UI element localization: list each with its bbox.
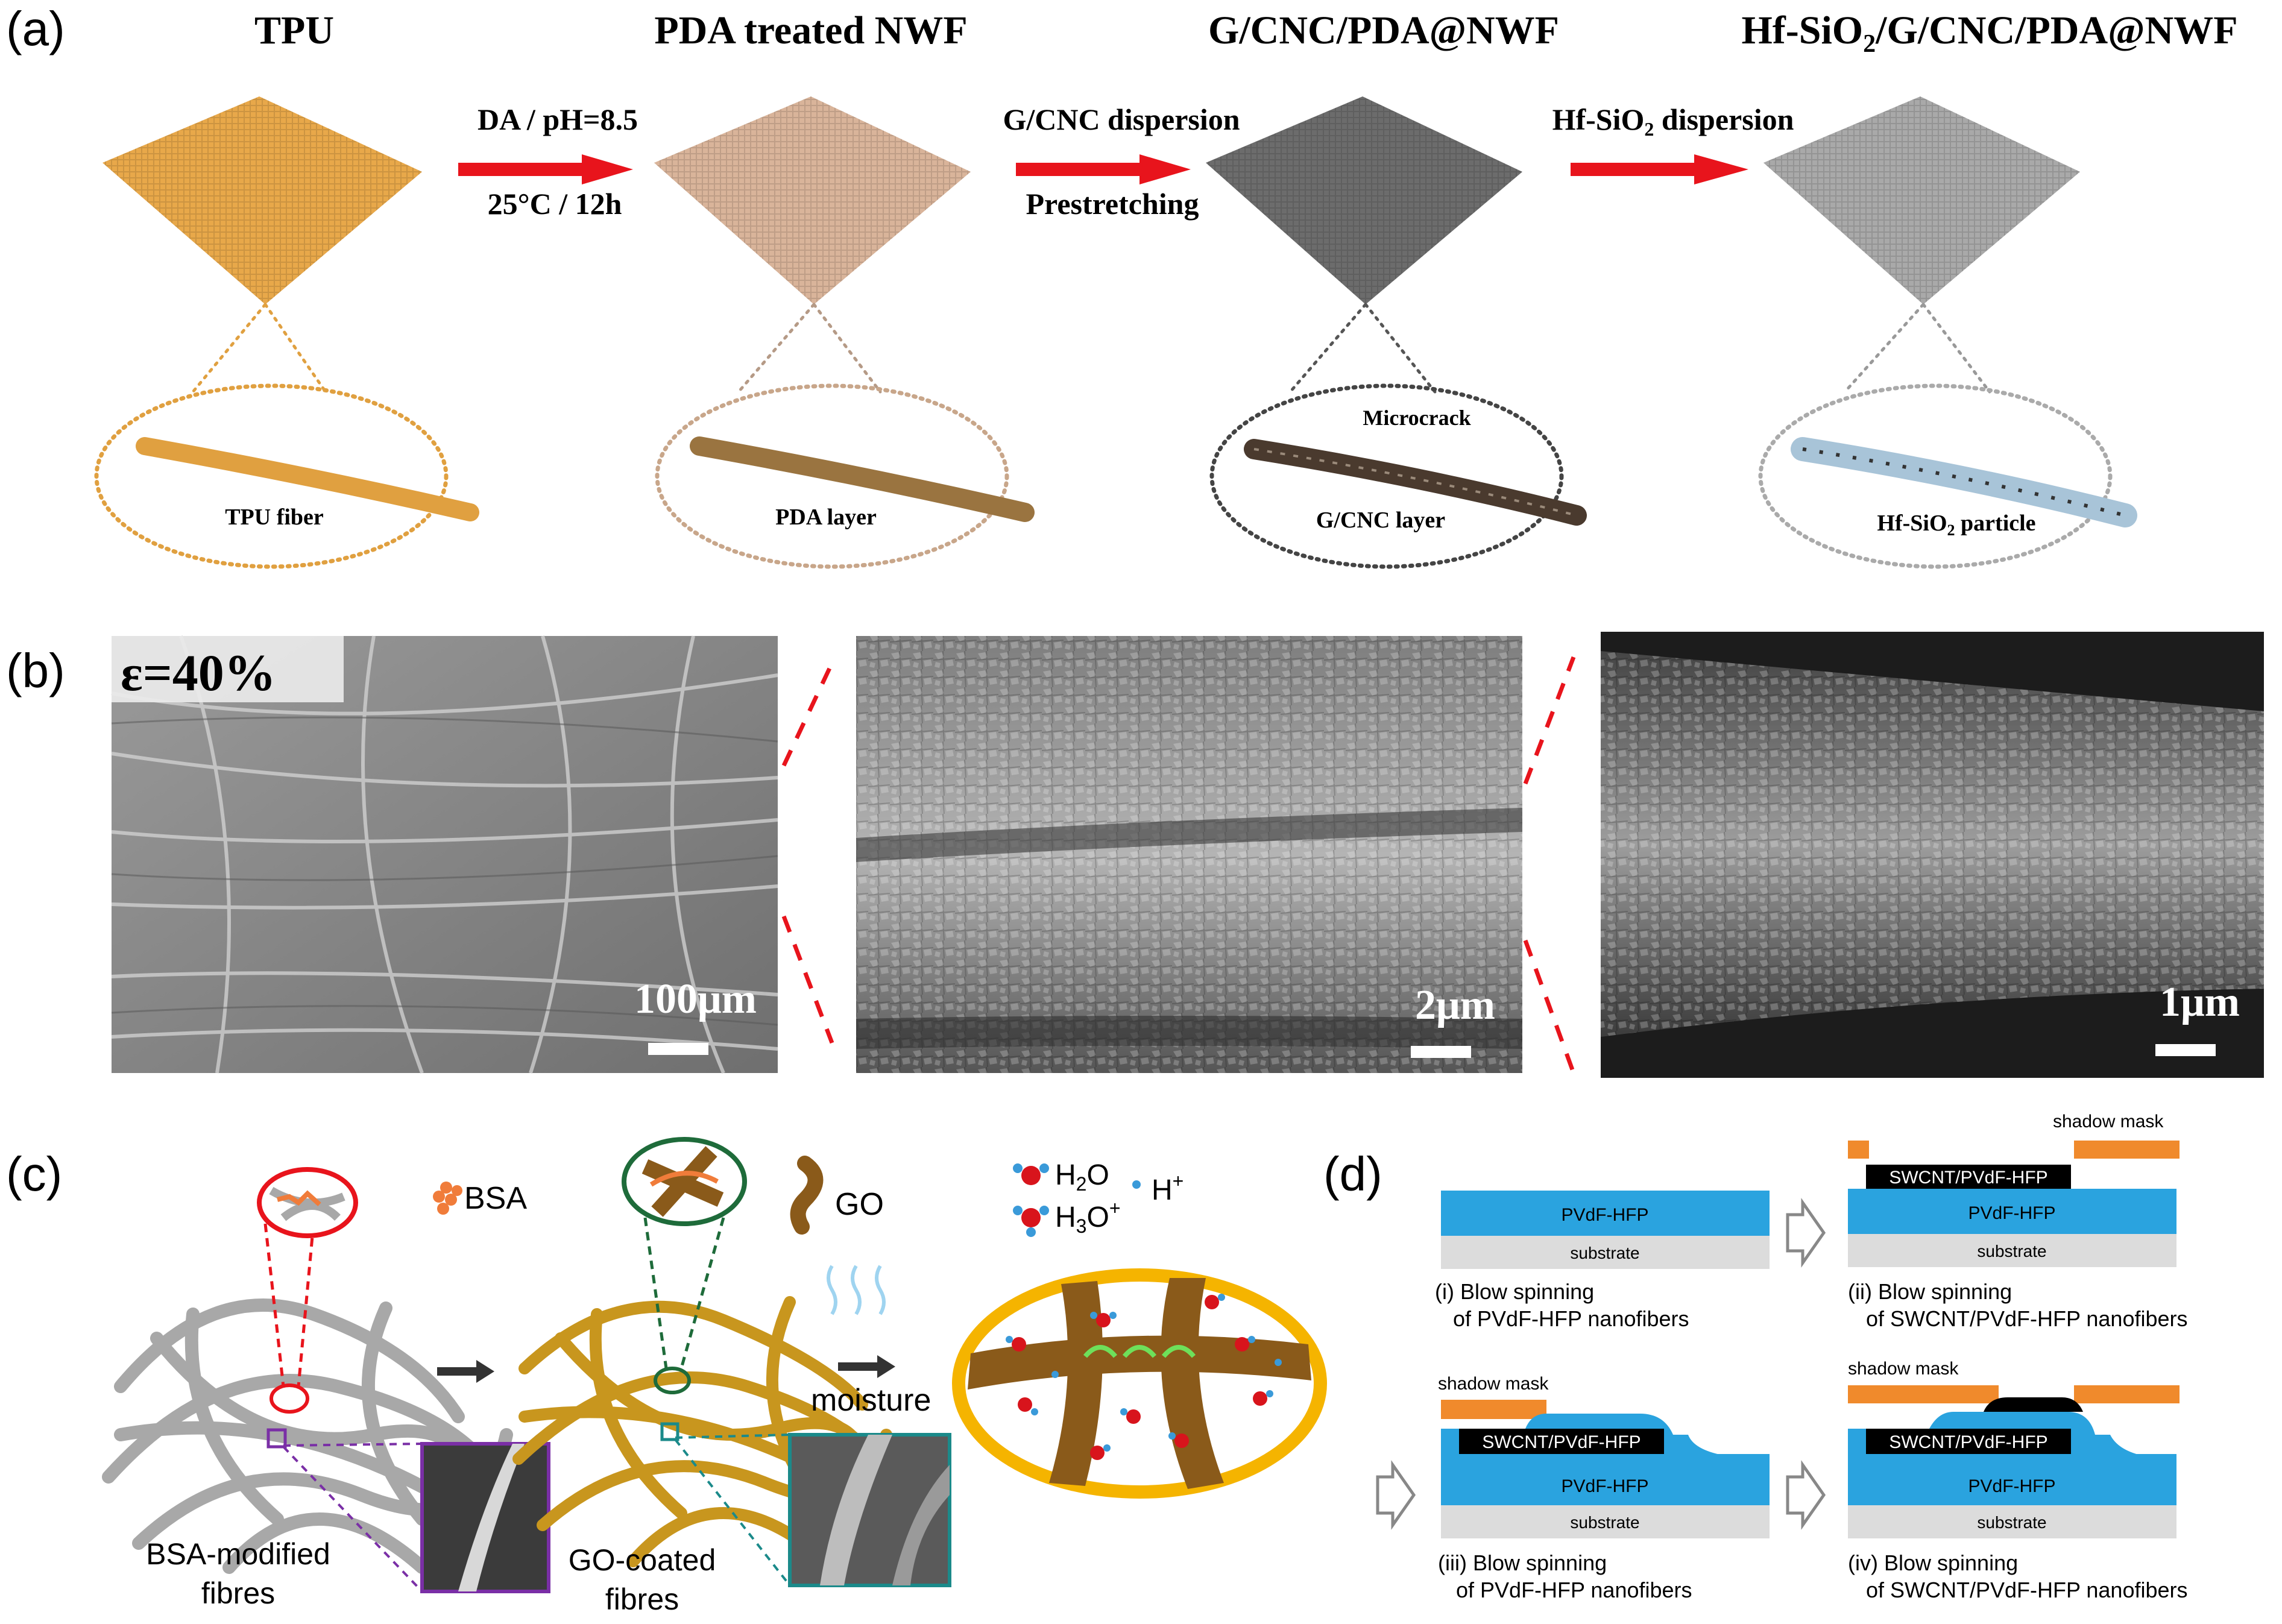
step-ii-substrate-label: substrate <box>1977 1242 2046 1260</box>
step-iii-mask-label: shadow mask <box>1438 1374 1549 1394</box>
panel-c: (c) BSA <box>6 1137 1327 1616</box>
step-iv-pvdf-label: PVdF-HFP <box>1968 1476 2055 1496</box>
sem-image-2: 2μm <box>856 636 1522 1073</box>
zoom-lines-2 <box>1523 656 1576 1074</box>
inset-guides <box>191 303 1991 394</box>
step-ii-swcnt-label: SWCNT/PVdF-HFP <box>1889 1168 2047 1188</box>
step-iv-caption-line2: of SWCNT/PVdF-HFP nanofibers <box>1866 1578 2188 1602</box>
arrow-3-top-label: Hf-SiO2 dispersion <box>1552 102 1794 140</box>
process-arrow-1: DA / pH=8.5 25°C / 12h <box>458 102 638 221</box>
inset-hfsio2-particle: Hf-SiO2 particle <box>1758 383 2137 569</box>
fabric-sheet-tpu <box>102 96 422 304</box>
step-iv-diagram: shadow mask SWCNT/PVdF-HFP PVdF-HFP subs… <box>1848 1359 2188 1602</box>
step-i-caption-line1: (i) Blow spinning <box>1435 1279 1594 1304</box>
step-i-diagram: PVdF-HFP substrate (i) Blow spinning of … <box>1435 1191 1770 1331</box>
inset-label-gcnc-layer: G/CNC layer <box>1316 508 1445 533</box>
step-iv-substrate-label: substrate <box>1977 1513 2046 1532</box>
step-ii-pvdf-label: PVdF-HFP <box>1968 1203 2055 1223</box>
stage-title-tpu: TPU <box>254 8 334 52</box>
step-ii-mask-label: shadow mask <box>2053 1112 2164 1131</box>
inset-tpu-fiber: TPU fiber <box>94 383 479 569</box>
h3o-label: H3O+ <box>1055 1197 1121 1237</box>
inset-pda-layer: PDA layer <box>655 383 1035 569</box>
fabric-sheet-hfsio2 <box>1764 96 2080 304</box>
step-iii-diagram: shadow mask SWCNT/PVdF-HFP PVdF-HFP subs… <box>1438 1374 1770 1602</box>
step-ii-caption-line2: of SWCNT/PVdF-HFP nanofibers <box>1866 1306 2188 1331</box>
scale-bar-2 <box>1411 1046 1471 1058</box>
scale-bar-1 <box>648 1043 708 1055</box>
bsa-caption-line2: fibres <box>201 1576 275 1610</box>
scale-bar-label-1: 100μm <box>634 976 757 1022</box>
step-iii-caption-line1: (iii) Blow spinning <box>1438 1550 1607 1575</box>
step-i-caption-line2: of PVdF-HFP nanofibers <box>1453 1306 1689 1331</box>
bsa-caption-line1: BSA-modified <box>146 1537 330 1571</box>
inset-label-microcrack: Microcrack <box>1363 406 1470 430</box>
moisture-label: moisture <box>811 1383 931 1418</box>
step-ii-diagram: shadow mask SWCNT/PVdF-HFP PVdF-HFP subs… <box>1848 1112 2188 1331</box>
step-i-substrate-label: substrate <box>1570 1244 1639 1262</box>
arrow-1-top-label: DA / pH=8.5 <box>478 102 638 136</box>
bsa-legend: BSA <box>433 1181 527 1216</box>
panel-a: (a) TPU PDA treated NWF G/CNC/PDA@NWF Hf… <box>6 2 2238 569</box>
panel-a-label: (a) <box>6 2 65 55</box>
strain-label: ε=40% <box>121 644 276 702</box>
step-ii-caption-line1: (ii) Blow spinning <box>1848 1279 2012 1304</box>
step-iv-caption-line1: (iv) Blow spinning <box>1848 1550 2018 1575</box>
bsa-legend-label: BSA <box>464 1181 527 1216</box>
proton-conduction-inset <box>952 1268 1327 1499</box>
step-arrow-1 <box>1786 1198 1826 1268</box>
arrow-1-bottom-label: 25°C / 12h <box>488 187 622 221</box>
stage-title-pda: PDA treated NWF <box>654 8 967 52</box>
panel-b-label: (b) <box>6 644 65 697</box>
fabric-sheet-pda <box>654 96 971 304</box>
panel-d: (d) PVdF-HFP substrate (i) Blow spinning… <box>1323 1112 2188 1602</box>
sem-image-3: 1μm <box>1601 632 2264 1078</box>
process-arrow-3: Hf-SiO2 dispersion <box>1552 102 1794 184</box>
go-zoom-inset <box>622 1137 747 1394</box>
step-iv-mask-label: shadow mask <box>1848 1359 1959 1379</box>
hplus-label: H+ <box>1152 1170 1184 1206</box>
go-legend: GO <box>790 1156 884 1235</box>
step-iii-pvdf-label: PVdF-HFP <box>1561 1476 1648 1496</box>
panel-d-label: (d) <box>1323 1147 1382 1201</box>
inset-gcnc-layer: Microcrack G/CNC layer <box>1209 383 1587 569</box>
process-arrow-c <box>437 1360 494 1383</box>
h2o-label: H2O <box>1055 1159 1109 1195</box>
go-legend-label: GO <box>835 1187 884 1222</box>
inset-label-pda-layer: PDA layer <box>775 505 877 530</box>
step-iii-substrate-label: substrate <box>1570 1513 1639 1532</box>
go-sem-inset <box>660 1422 951 1587</box>
stage-title-hfsio2: Hf-SiO2/G/CNC/PDA@NWF <box>1741 8 2237 58</box>
moisture-arrow: moisture <box>811 1265 931 1418</box>
inset-label-hfsio2-particle: Hf-SiO2 particle <box>1877 511 2035 539</box>
step-arrow-3 <box>1786 1460 1826 1530</box>
sem-image-1: ε=40% 100μm <box>111 635 778 1074</box>
panel-b: (b) ε=40% 100μm <box>6 632 2264 1078</box>
scale-bar-3 <box>2155 1044 2216 1056</box>
step-iv-swcnt-label: SWCNT/PVdF-HFP <box>1889 1432 2047 1452</box>
zoom-lines-1 <box>781 662 834 1044</box>
step-iii-swcnt-label: SWCNT/PVdF-HFP <box>1482 1432 1641 1452</box>
inset-label-tpu-fiber: TPU fiber <box>225 505 324 530</box>
go-caption-line2: fibres <box>605 1582 679 1616</box>
step-i-pvdf-label: PVdF-HFP <box>1561 1205 1648 1225</box>
process-arrow-2: G/CNC dispersion Prestretching <box>1003 102 1240 221</box>
stage-title-gcnc: G/CNC/PDA@NWF <box>1208 8 1559 52</box>
scale-bar-label-3: 1μm <box>2160 979 2240 1025</box>
arrow-2-bottom-label: Prestretching <box>1026 187 1199 221</box>
go-caption-line1: GO-coated <box>569 1543 716 1577</box>
step-iii-caption-line2: of PVdF-HFP nanofibers <box>1456 1578 1692 1602</box>
water-legend: H2O H+ H3O+ <box>1013 1159 1184 1237</box>
bsa-zoom-inset <box>257 1167 358 1414</box>
scale-bar-label-2: 2μm <box>1415 982 1495 1028</box>
bsa-sem-inset <box>266 1428 550 1593</box>
panel-c-label: (c) <box>6 1147 62 1201</box>
step-arrow-2 <box>1376 1460 1416 1530</box>
arrow-2-top-label: G/CNC dispersion <box>1003 102 1240 136</box>
fabric-sheet-gcnc <box>1206 96 1522 304</box>
